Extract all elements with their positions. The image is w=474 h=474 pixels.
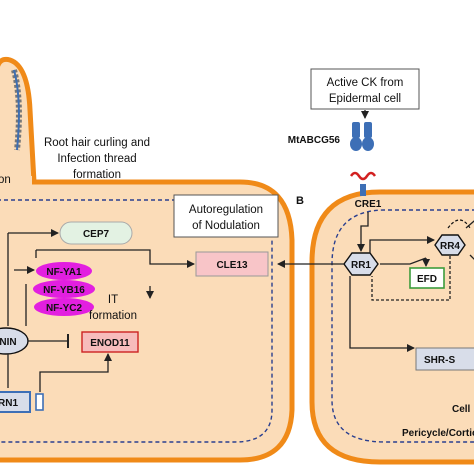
active-ck-box: Active CK from Epidermal cell <box>310 68 420 110</box>
transporter-label: MtABCG56 <box>288 135 341 146</box>
cre1-label: CRE1 <box>355 199 382 210</box>
curling-line-3: formation <box>73 169 121 181</box>
enod11-node: ENOD11 <box>81 331 139 353</box>
cre1-receptor-icon <box>349 171 377 181</box>
svg-text:SHR-S: SHR-S <box>424 355 455 366</box>
left-connectors <box>7 229 195 392</box>
cre1-stem <box>360 184 366 196</box>
svg-text:Active CK from: Active CK from <box>327 77 404 89</box>
nf-ya1-node: NF-YA1 <box>36 262 92 280</box>
svg-text:ENOD11: ENOD11 <box>90 338 130 349</box>
right-cell <box>309 189 474 465</box>
efd-node: EFD <box>409 267 445 289</box>
svg-text:EFD: EFD <box>417 274 437 285</box>
cep7-node: CEP7 <box>59 221 133 245</box>
right-cell-text: Cell <box>452 404 471 415</box>
right-connectors <box>277 212 474 352</box>
right-cell-membrane <box>331 209 474 443</box>
rr4-node: RR4 <box>434 219 471 256</box>
svg-text:Autoregulation: Autoregulation <box>189 204 263 216</box>
svg-text:RR1: RR1 <box>351 260 371 271</box>
shr-s-node: SHR-S <box>415 347 474 371</box>
cut-text: on <box>0 174 11 186</box>
svg-text:NF-YA1: NF-YA1 <box>46 267 82 278</box>
panel-b-letter: B <box>296 195 304 207</box>
svg-text:NIN: NIN <box>0 337 17 348</box>
transporter-icon <box>350 122 374 151</box>
pericycle-text: Pericycle/Cortical <box>402 428 474 439</box>
svg-text:NF-YC2: NF-YC2 <box>46 303 83 314</box>
cle13-node: CLE13 <box>195 251 269 277</box>
it-formation-1: IT <box>108 294 118 306</box>
svg-text:of Nodulation: of Nodulation <box>192 220 260 232</box>
it-formation-2: formation <box>89 310 137 322</box>
autoregulation-box: Autoregulation of Nodulation <box>173 194 279 238</box>
rr1-node: RR1 <box>343 252 379 276</box>
svg-text:Epidermal cell: Epidermal cell <box>329 93 401 105</box>
svg-text:RN1: RN1 <box>0 398 18 409</box>
nf-yc2-node: NF-YC2 <box>34 298 94 316</box>
svg-text:CEP7: CEP7 <box>83 229 110 240</box>
nf-yb16-node: NF-YB16 <box>33 280 95 298</box>
curling-line-1: Root hair curling and <box>44 137 150 149</box>
rn1-node: RN1 <box>0 391 44 413</box>
svg-text:RR4: RR4 <box>440 241 460 252</box>
svg-text:CLE13: CLE13 <box>216 260 248 271</box>
curling-line-2: Infection thread <box>57 153 136 165</box>
svg-text:NF-YB16: NF-YB16 <box>43 285 85 296</box>
